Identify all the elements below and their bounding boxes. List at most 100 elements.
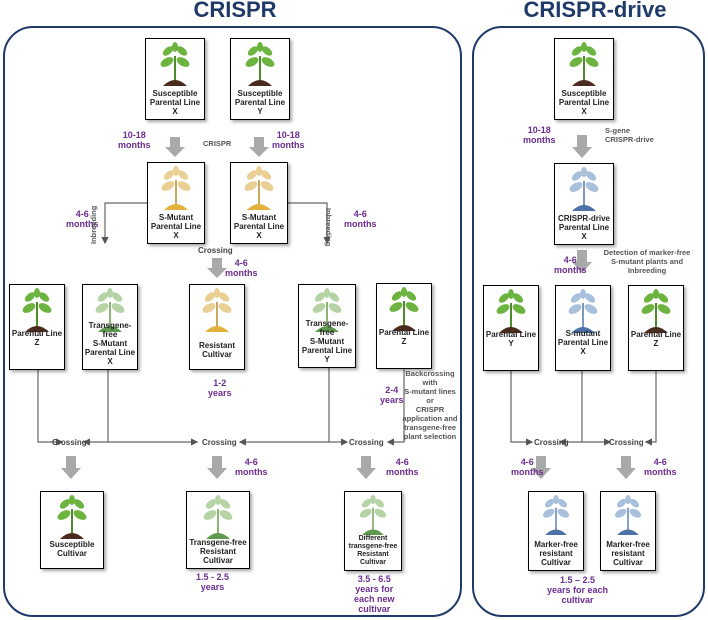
plant-green-icon (160, 42, 190, 86)
plant-tan-icon (161, 166, 191, 210)
plant-green-icon (22, 288, 52, 332)
plant-pale-green-icon (95, 288, 125, 332)
crossing-label: Crossing (52, 438, 87, 447)
thick-arrow (165, 137, 185, 157)
thick-arrow (572, 250, 592, 273)
thick-arrow (356, 456, 376, 479)
plant-tan-icon (202, 288, 232, 332)
plant-green-icon (245, 42, 275, 86)
thick-arrow (616, 456, 636, 479)
crossing-label: Crossing (609, 438, 644, 447)
thick-arrow (207, 456, 227, 479)
thick-arrow (531, 456, 551, 479)
thick-arrow (572, 135, 592, 158)
thick-arrow (61, 456, 81, 479)
crossing-label: Crossing (349, 438, 384, 447)
crispr-panel (3, 26, 462, 617)
plant-blue-icon (568, 289, 598, 333)
plant-tan-icon (244, 166, 274, 210)
thick-arrow (207, 258, 227, 278)
plant-blue-icon (614, 495, 642, 535)
crossing-label: Crossing (198, 246, 233, 255)
crossing-label: Crossing (534, 438, 569, 447)
plant-green-icon (57, 495, 87, 539)
thick-arrows (61, 135, 636, 479)
crispr-step-label: CRISPR (203, 139, 232, 148)
plant-pale-green-icon (359, 495, 387, 535)
thick-arrow (249, 137, 269, 157)
crispr-drive-title: CRISPR-drive (523, 0, 667, 22)
crispr-title: CRISPR (193, 0, 277, 22)
inbreeding-label-left: Inbreeding (89, 205, 98, 244)
plant-green-icon (569, 42, 599, 86)
plant-green-icon (389, 287, 419, 331)
plant-blue-icon (542, 495, 570, 535)
inbreeding-label-right: Inbreeding (324, 208, 333, 247)
plant-pale-green-icon (203, 495, 233, 539)
plant-pale-green-icon (312, 288, 342, 332)
plant-blue-icon (569, 167, 599, 211)
plant-green-icon (496, 289, 526, 333)
plant-green-icon (641, 289, 671, 333)
crispr-drive-panel (472, 26, 705, 617)
